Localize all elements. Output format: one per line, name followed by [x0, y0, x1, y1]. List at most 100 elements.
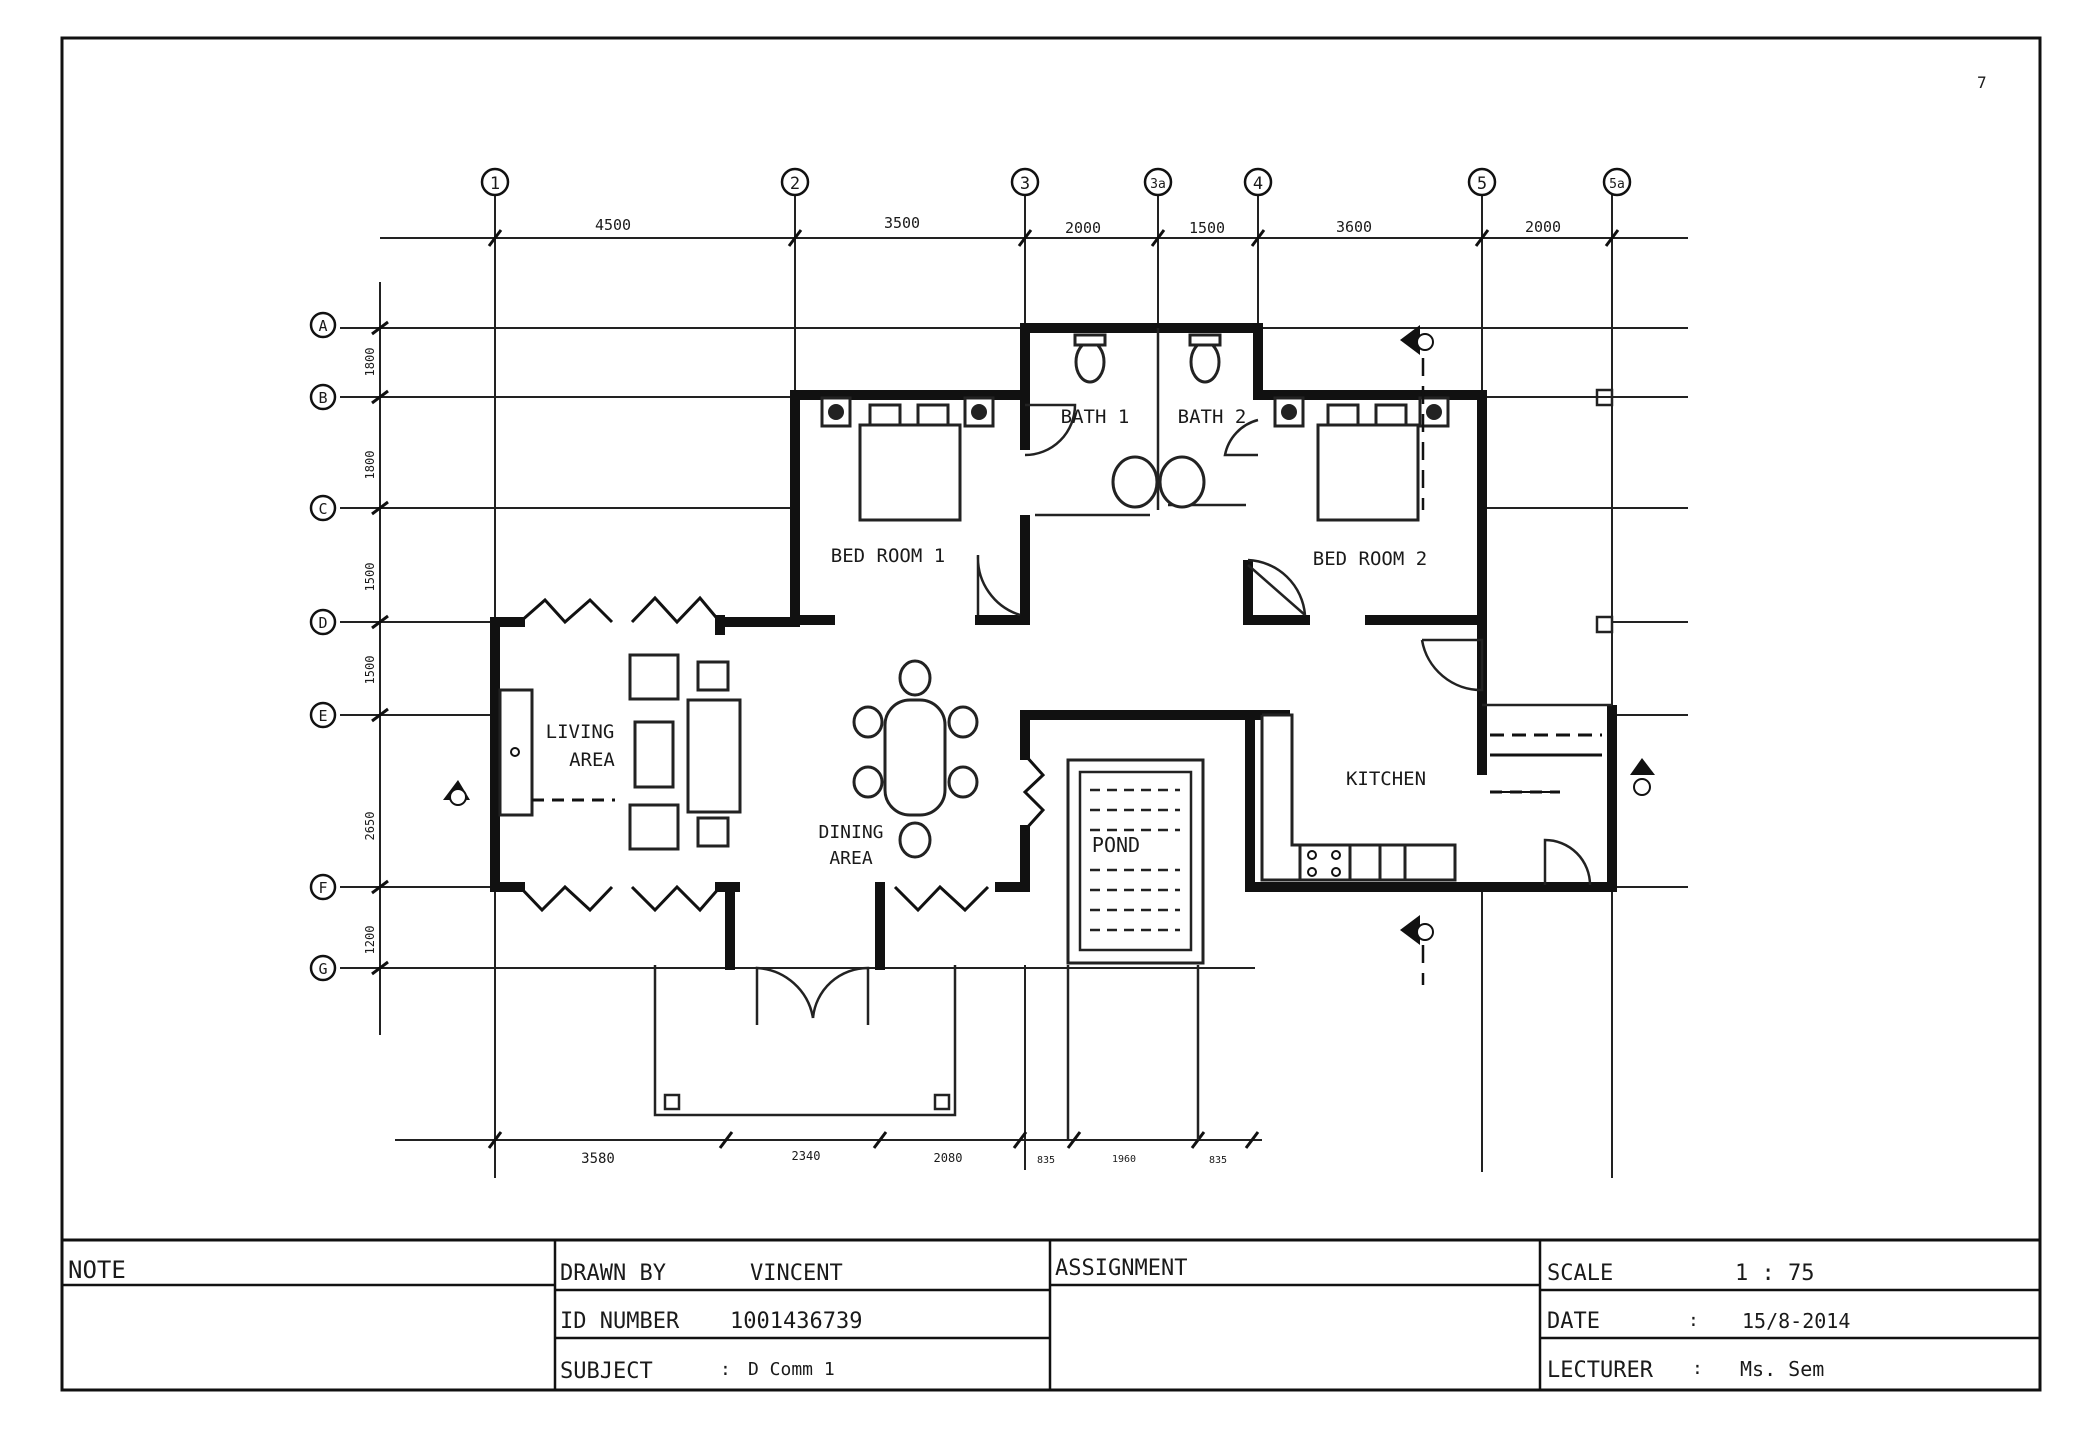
toilet-icon [1074, 340, 1106, 384]
dim-top-2: 3500 [884, 214, 920, 232]
svg-text:2: 2 [790, 174, 800, 194]
section-marker-icon [1400, 325, 1420, 355]
assignment-label: ASSIGNMENT [1055, 1256, 1187, 1281]
svg-text:B: B [318, 389, 327, 407]
lecturer-value: Ms. Sem [1740, 1357, 1824, 1381]
date-separator: : [1688, 1310, 1699, 1331]
room-label-bath1: BATH 1 [1061, 406, 1130, 428]
grid-bubble-2: 2 [780, 167, 810, 197]
subject-label: SUBJECT [560, 1359, 653, 1384]
left-dimensions: 1800 1800 1500 1500 2650 1200 [363, 348, 377, 955]
room-label-kitchen: KITCHEN [1346, 768, 1426, 790]
dim-bottom-1: 3580 [581, 1151, 615, 1167]
grid-bubble-C: C [309, 494, 337, 522]
subject-separator: : [720, 1359, 731, 1380]
grid-bubble-F: F [309, 873, 337, 901]
room-label-pond: POND [1092, 833, 1140, 857]
room-label-dining-line2: AREA [829, 848, 873, 869]
dining-furniture [852, 659, 979, 859]
svg-text:3a: 3a [1150, 177, 1166, 192]
dim-bottom-5: 1960 [1112, 1154, 1136, 1165]
dim-left-4: 1500 [363, 656, 377, 685]
top-dimensions: 4500 3500 2000 1500 3600 2000 [595, 214, 1561, 237]
note-label: NOTE [68, 1256, 126, 1284]
svg-text:D: D [318, 614, 327, 632]
dim-top-6: 2000 [1525, 218, 1561, 236]
dim-bottom-2: 2340 [792, 1149, 821, 1163]
grid-bubble-A: A [309, 311, 337, 339]
dining-table-icon [883, 698, 947, 817]
dim-bottom-3: 2080 [934, 1151, 963, 1165]
dim-top-5: 3600 [1336, 218, 1372, 236]
living-furniture [498, 653, 742, 851]
sink-icon [1158, 455, 1206, 509]
date-label: DATE [1547, 1309, 1600, 1334]
room-label-dining-line1: DINING [818, 822, 883, 843]
grid-bubble-4: 4 [1243, 167, 1273, 197]
svg-text:G: G [318, 960, 327, 978]
sink-icon [1378, 843, 1407, 882]
tv-console-icon [498, 688, 534, 817]
front-door [755, 966, 870, 1025]
svg-text:E: E [318, 707, 327, 725]
lecturer-separator: : [1692, 1358, 1703, 1379]
dim-left-2: 1800 [363, 451, 377, 480]
stove-icon [1298, 843, 1352, 882]
porch-outline [653, 388, 1614, 1140]
room-label-bedroom1: BED ROOM 1 [831, 545, 945, 567]
grid-row-bubbles: A B C D E F G [309, 311, 337, 982]
svg-text:1: 1 [490, 174, 500, 194]
dim-left-3: 1500 [363, 563, 377, 592]
dim-left-5: 2650 [363, 812, 377, 841]
dim-top-1: 4500 [595, 216, 631, 234]
bedroom-2-furniture [1273, 396, 1450, 522]
sofa-icon [686, 698, 742, 814]
dim-left-1: 1800 [363, 348, 377, 377]
svg-text:5: 5 [1477, 174, 1487, 194]
grid-bubble-G: G [309, 954, 337, 982]
svg-text:5a: 5a [1609, 177, 1625, 192]
room-labels: BATH 1 BATH 2 BED ROOM 1 BED ROOM 2 LIVI… [546, 406, 1428, 869]
armchair-icon [628, 803, 680, 851]
svg-text:C: C [318, 500, 327, 518]
sink-icon [1111, 455, 1159, 509]
date-value: 15/8-2014 [1742, 1309, 1850, 1333]
svg-text:A: A [318, 317, 327, 335]
room-label-living-line1: LIVING [546, 721, 615, 743]
kitchen-fixtures [1260, 713, 1602, 882]
grid-bubble-5a: 5a [1602, 167, 1632, 197]
toilet-icon [1189, 340, 1221, 384]
scale-label: SCALE [1547, 1261, 1613, 1286]
grid-bubble-1: 1 [480, 167, 510, 197]
svg-text:3: 3 [1020, 174, 1030, 194]
grid-bubble-D: D [309, 608, 337, 636]
armchair-icon [628, 653, 680, 701]
svg-text:4: 4 [1253, 174, 1263, 194]
coffee-table-icon [633, 720, 675, 789]
grid-bubble-B: B [309, 383, 337, 411]
grid-column-bubbles: 1 2 3 3a 4 5 5a [480, 167, 1632, 197]
grid-lines [340, 195, 1688, 1178]
section-marker-icon [1400, 915, 1420, 945]
grid-bubble-3: 3 [1010, 167, 1040, 197]
id-number-value: 1001436739 [730, 1309, 862, 1334]
room-label-living-line2: AREA [569, 749, 615, 771]
bed-icon [1316, 423, 1420, 522]
room-label-bedroom2: BED ROOM 2 [1313, 548, 1427, 570]
page-number: 7 [1977, 73, 1987, 92]
id-number-label: ID NUMBER [560, 1309, 680, 1334]
subject-value: D Comm 1 [748, 1359, 835, 1380]
bedroom-1-furniture [820, 396, 995, 522]
drawn-by-value: VINCENT [750, 1261, 843, 1286]
title-block: NOTE DRAWN BY VINCENT ID NUMBER 10014367… [60, 1238, 2042, 1392]
dim-top-3: 2000 [1065, 219, 1101, 237]
section-markers [443, 325, 1655, 985]
room-label-bath2: BATH 2 [1178, 406, 1247, 428]
svg-text:F: F [318, 879, 327, 897]
lecturer-label: LECTURER [1547, 1358, 1654, 1383]
dim-bottom-6: 835 [1209, 1155, 1227, 1166]
interior-doors [976, 403, 1592, 886]
drawn-by-label: DRAWN BY [560, 1261, 666, 1286]
scale-value: 1 : 75 [1735, 1261, 1814, 1286]
bed-icon [858, 423, 962, 522]
